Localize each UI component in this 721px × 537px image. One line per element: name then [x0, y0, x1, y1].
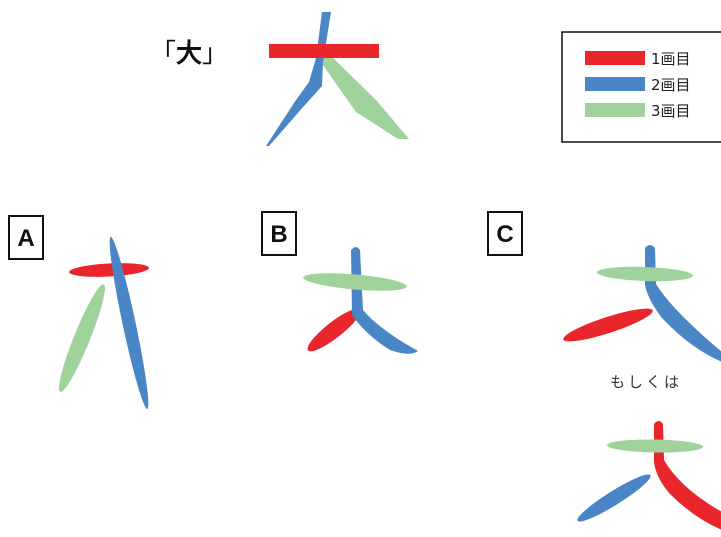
panel-a-stroke-2	[109, 236, 149, 410]
panel-c-variant-2-stroke-3	[607, 439, 703, 453]
reference-character	[266, 12, 409, 146]
panel-c-variant-1	[563, 245, 721, 362]
reference-stroke-3	[318, 52, 409, 139]
title-character: 大	[176, 39, 202, 69]
panel-b-stroke-1	[307, 308, 361, 352]
panel-b-stroke-3	[303, 273, 407, 291]
panel-c-alternative-text: もしくは	[610, 373, 682, 391]
panel-a-stroke-3	[59, 284, 105, 392]
reference-stroke-1	[269, 44, 379, 58]
panel-c-variant-2	[577, 421, 721, 530]
title-open-bracket: 「	[150, 39, 176, 69]
panel-b-stroke-2	[351, 247, 418, 354]
panel-b-label: B	[270, 221, 287, 248]
legend-swatch-1	[585, 51, 645, 65]
legend-swatch-2	[585, 77, 645, 91]
panel-a-stroke-1	[69, 263, 149, 277]
legend-swatch-3	[585, 103, 645, 117]
panel-c-variant-1-stroke-1	[563, 308, 653, 342]
panel-c-label-box	[487, 211, 523, 256]
panel-c-variant-2-stroke-2	[577, 474, 651, 522]
panel-c-variant-2-stroke-1	[654, 421, 721, 530]
panel-a-label: A	[17, 225, 34, 252]
legend-label-1: 1画目	[651, 50, 691, 68]
panel-b-label-box	[261, 211, 297, 256]
panel-c-variant-1-stroke-2	[645, 245, 721, 362]
legend-label-2: 2画目	[651, 76, 691, 94]
title-close-bracket: 」	[202, 39, 228, 69]
title-label: 「大」	[150, 39, 228, 69]
reference-stroke-2	[266, 12, 331, 146]
panel-c-label: C	[496, 221, 513, 248]
legend-label-3: 3画目	[651, 102, 691, 120]
panel-b: B	[261, 211, 418, 354]
panel-c-variant-1-stroke-3	[597, 266, 693, 282]
legend: 1画目 2画目 3画目	[561, 31, 721, 143]
panel-a: A	[8, 215, 149, 410]
panel-c: C もしくは	[487, 211, 721, 530]
panel-a-label-box	[8, 215, 44, 260]
